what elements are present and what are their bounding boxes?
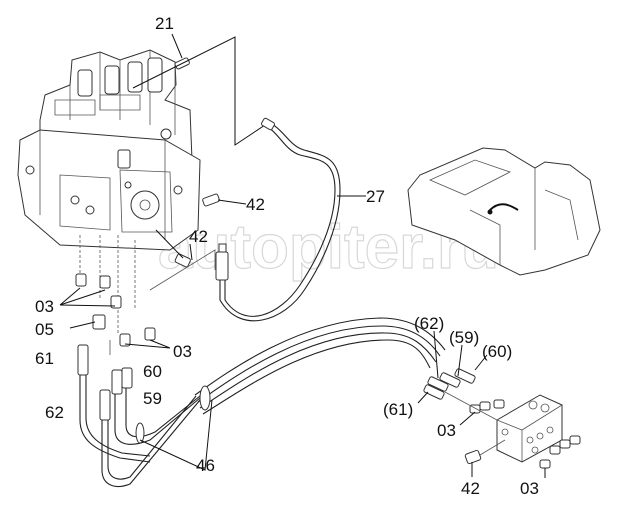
callout-60: 60: [143, 362, 162, 381]
hose-bundle: [77, 317, 446, 488]
excavator-overview: [407, 147, 601, 276]
callout-59-ref: (59): [449, 328, 479, 347]
callout-61-ref: (61): [383, 400, 413, 419]
callout-62-ref: (62): [414, 314, 444, 333]
callout-05: 05: [35, 320, 54, 339]
callout-03-b: 03: [173, 342, 192, 361]
callout-03-c: 03: [437, 421, 456, 440]
fitting-42-lower: [155, 229, 193, 268]
callout-03-a: 03: [35, 297, 54, 316]
manifold-block: [444, 391, 581, 478]
fitting-42-upper: [202, 193, 247, 207]
callout-61: 61: [35, 349, 54, 368]
callout-27: 27: [366, 187, 385, 206]
callout-59: 59: [143, 389, 162, 408]
callout-21: 21: [155, 14, 174, 33]
hose-27: [215, 117, 366, 322]
fitting-21: [132, 33, 266, 146]
callout-62: 62: [45, 403, 64, 422]
callout-46: 46: [196, 456, 215, 475]
control-valve: [17, 49, 201, 335]
callout-42-a: 42: [246, 195, 265, 214]
callout-42-b: 42: [189, 227, 208, 246]
hose-ends-right: [417, 330, 488, 404]
callout-03-d: 03: [520, 479, 539, 498]
callout-42-c: 42: [461, 479, 480, 498]
lower-fittings: [59, 249, 216, 355]
callout-60-ref: (60): [482, 342, 512, 361]
